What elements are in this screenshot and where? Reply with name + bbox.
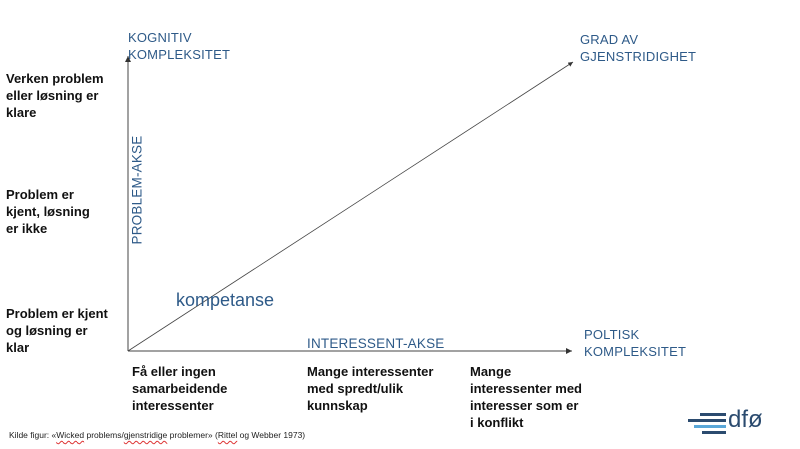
row-label-3-line-2: og løsning er [6, 323, 88, 338]
column-label-1-line-1: Få eller ingen [132, 364, 216, 379]
column-label-2-line-3: kunnskap [307, 398, 368, 413]
x-axis-end-label-line-2: KOMPLEKSITET [584, 344, 687, 359]
row-label-2-line-2: kjent, løsning [6, 204, 90, 219]
row-label-2-line-1: Problem er [6, 187, 74, 202]
row-label-1-line-2: eller løsning er [6, 88, 99, 103]
y-axis-label: PROBLEM-AKSE [129, 135, 145, 245]
column-label-2-line-1: Mange interessenter [307, 364, 434, 379]
diagonal-label: kompetanse [176, 290, 275, 310]
source-title-rest: problems/ [84, 430, 124, 440]
column-label-1-line-3: interessenter [132, 398, 214, 413]
source-prefix: Kilde figur: « [9, 430, 57, 440]
row-label-3-line-1: Problem er kjent [6, 306, 108, 321]
diagonal-end-label: GRAD AV GJENSTRIDIGHET [580, 31, 696, 65]
column-label-2: Mange interessenter med spredt/ulik kunn… [307, 363, 433, 414]
row-label-3-line-3: klar [6, 340, 30, 355]
y-axis-top-label: KOGNITIV KOMPLEKSITET [128, 29, 230, 63]
row-label-3: Problem er kjent og løsning er klar [6, 305, 126, 356]
diagonal-end-label-line-2: GJENSTRIDIGHET [580, 49, 697, 64]
column-label-1: Få eller ingen samarbeidende interessent… [132, 363, 227, 414]
row-label-1: Verken problem eller løsning er klare [6, 70, 126, 121]
source-rittel: Rittel [217, 430, 238, 440]
source-gjenstridige: gjenstridige [123, 430, 168, 440]
column-label-2-line-2: med spredt/ulik [307, 381, 404, 396]
dfo-logo: dfø [688, 406, 768, 436]
column-label-3: Mange interessenter med interesser som e… [470, 363, 582, 431]
column-label-3-line-3: interesser som er [470, 398, 579, 413]
column-label-3-line-4: i konflikt [470, 415, 524, 430]
y-axis-top-label-line-2: KOMPLEKSITET [128, 47, 231, 62]
row-label-2: Problem er kjent, løsning er ikke [6, 186, 126, 237]
logo-text: dfø [728, 406, 763, 433]
x-axis-label: INTERESSENT-AKSE [307, 336, 445, 351]
source-title-end: problemer» ( [167, 430, 218, 440]
row-label-2-line-3: er ikke [6, 221, 48, 236]
column-label-3-line-1: Mange [470, 364, 512, 379]
row-label-1-line-3: klare [6, 105, 37, 120]
diagonal-end-label-line-1: GRAD AV [580, 32, 639, 47]
row-label-1-line-1: Verken problem [6, 71, 104, 86]
logo-stripes-icon [688, 413, 726, 434]
source-wicked: Wicked [56, 430, 85, 440]
source-caption: Kilde figur: «Wicked problems/gjenstridi… [9, 430, 305, 440]
diagonal-arrow [127, 61, 574, 352]
x-axis-end-label-line-1: POLTISK [584, 327, 640, 342]
source-suffix: og Webber 1973) [237, 430, 306, 440]
x-axis-end-label: POLTISK KOMPLEKSITET [584, 326, 686, 360]
y-axis-top-label-line-1: KOGNITIV [128, 30, 192, 45]
column-label-1-line-2: samarbeidende [132, 381, 228, 396]
column-label-3-line-2: interessenter med [470, 381, 582, 396]
